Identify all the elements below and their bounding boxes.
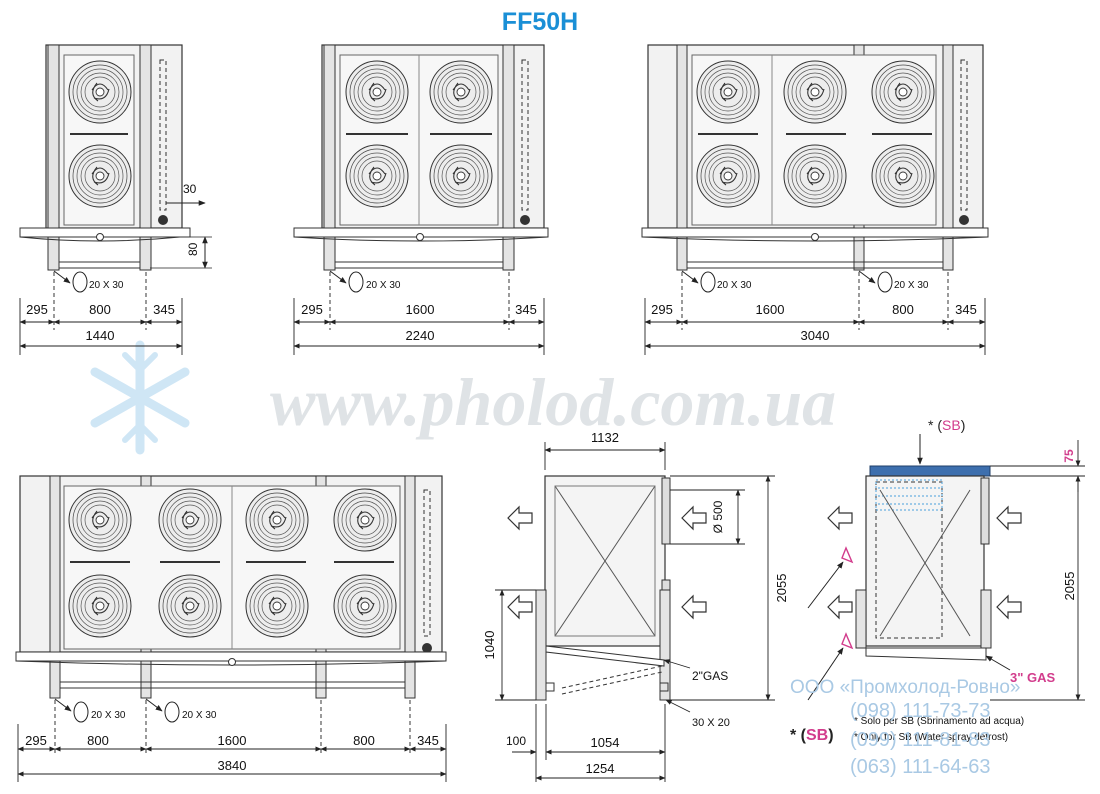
slot-icon: 20 X 30: [329, 270, 401, 293]
sb-note: * Only for SB (Water spray defrost): [854, 732, 1008, 743]
sb-height-dim: 2055: [1062, 572, 1077, 601]
overhang-dim: 100: [506, 734, 526, 748]
slot-label: 20 X 30: [894, 280, 929, 291]
dimension-line: [19, 272, 183, 355]
airflow-arrow-icon: [681, 595, 707, 619]
slot-icon: 20 X 30: [145, 698, 217, 723]
sb-view: * (SB) 75 2055 3" GAS * (SB: [790, 417, 1085, 744]
fan-icon: [871, 144, 935, 208]
dim-label: 345: [955, 302, 977, 317]
airflow-arrow-icon: [996, 506, 1022, 530]
dimension-line: [293, 272, 545, 355]
airflow-arrow-icon: [507, 506, 533, 530]
slot-label: 20 X 30: [182, 710, 217, 721]
sb-top-label: * (SB): [928, 417, 965, 433]
fan-icon: [783, 144, 847, 208]
page-title: FF50H: [502, 8, 578, 36]
dim-label: 295: [26, 302, 48, 317]
fan-icon: [871, 60, 935, 124]
drain-label: 2"GAS: [692, 669, 728, 683]
fan-icon: [429, 60, 493, 124]
foot-height-dim: 1040: [482, 631, 497, 660]
slot-label: 30 X 20: [692, 717, 730, 729]
fan-icon: [245, 574, 309, 638]
dim-label: 345: [153, 302, 175, 317]
sb-note: * Solo per SB (Sbrinamento ad acqua): [854, 716, 1024, 727]
dim-label: 800: [892, 302, 914, 317]
watermark: www.pholod.com.ua: [90, 340, 836, 455]
airflow-arrow-icon: [996, 595, 1022, 619]
fan-icon: [68, 144, 132, 208]
fan-icon: [158, 574, 222, 638]
airflow-arrow-icon: [827, 506, 853, 530]
fan-icon: [696, 144, 760, 208]
unit-2-fan-wide: 20 X 30 295 1600 345 2240: [293, 44, 549, 355]
snowflake-icon: [90, 340, 190, 455]
fan-icon: [345, 144, 409, 208]
slot-label: 20 X 30: [91, 710, 126, 721]
unit-3-fan: 20 X 30 20 X 30 295 1600 800 345 3040: [641, 44, 989, 355]
sb-bottom-label: * (SB): [790, 727, 834, 744]
airflow-arrow-icon: [827, 595, 853, 619]
slot-icon: 20 X 30: [858, 270, 929, 293]
side-view: 1132 2055 Ø 500 1040 2"GAS 30 X 20 100 1…: [482, 430, 789, 782]
tray-height-dim: 75: [1062, 449, 1076, 463]
dim-label: 345: [417, 733, 439, 748]
fan-icon: [429, 144, 493, 208]
dim-label: 295: [25, 733, 47, 748]
watermark-text: www.pholod.com.ua: [270, 364, 836, 440]
fan-icon: [333, 574, 397, 638]
company-phone: (099) 111-81-83: [850, 729, 990, 751]
fan-icon: [68, 574, 132, 638]
height-dim: 2055: [774, 574, 789, 603]
fan-diameter: Ø 500: [711, 500, 725, 533]
unit-4-fan: 20 X 30 20 X 30 295 800 1600 800 345 384…: [15, 475, 447, 782]
airflow-arrow-icon: [681, 506, 707, 530]
dim-label: 295: [301, 302, 323, 317]
company-name: ООО «Промхолод-Ровно»: [790, 677, 1020, 698]
slot-icon: 20 X 30: [681, 270, 752, 293]
dim-label: 800: [353, 733, 375, 748]
slot-icon: 20 X 30: [53, 270, 124, 293]
foot-dim: 80: [186, 242, 200, 256]
total-width: 2240: [406, 328, 435, 343]
sb-drain-label: 3" GAS: [1010, 670, 1056, 685]
flange-dim: 30: [183, 182, 197, 196]
dimension-line: [17, 700, 447, 782]
total-width: 3040: [801, 328, 830, 343]
airflow-arrow-icon: [507, 595, 533, 619]
dim-label: 1600: [406, 302, 435, 317]
dim-label: 1600: [218, 733, 247, 748]
company-phone: (063) 111-64-63: [850, 756, 990, 778]
slot-label: 20 X 30: [89, 280, 124, 291]
fan-icon: [333, 488, 397, 552]
unit-2-fan-small: 20 X 30 30 80 295 800 345 1440: [19, 44, 212, 355]
company-watermark: ООО «Промхолод-Ровно» (098) 111-73-73 (0…: [790, 677, 1020, 778]
dim-label: 800: [89, 302, 111, 317]
dim-label: 1600: [756, 302, 785, 317]
dimension-line: [644, 272, 986, 355]
company-phone: (098) 111-73-73: [850, 700, 990, 722]
outer-base-dim: 1254: [586, 761, 615, 776]
dim-label: 800: [87, 733, 109, 748]
inner-base-dim: 1054: [591, 735, 620, 750]
fan-icon: [245, 488, 309, 552]
fan-icon: [345, 60, 409, 124]
fan-icon: [783, 60, 847, 124]
dim-label: 345: [515, 302, 537, 317]
depth-dim: 1132: [591, 430, 619, 445]
slot-label: 20 X 30: [717, 280, 752, 291]
total-width: 3840: [218, 758, 247, 773]
total-width: 1440: [86, 328, 115, 343]
slot-icon: 20 X 30: [54, 698, 126, 723]
slot-label: 20 X 30: [366, 280, 401, 291]
fan-icon: [696, 60, 760, 124]
fan-icon: [68, 60, 132, 124]
dim-label: 295: [651, 302, 673, 317]
fan-icon: [158, 488, 222, 552]
water-tray: [869, 465, 991, 477]
fan-icon: [68, 488, 132, 552]
